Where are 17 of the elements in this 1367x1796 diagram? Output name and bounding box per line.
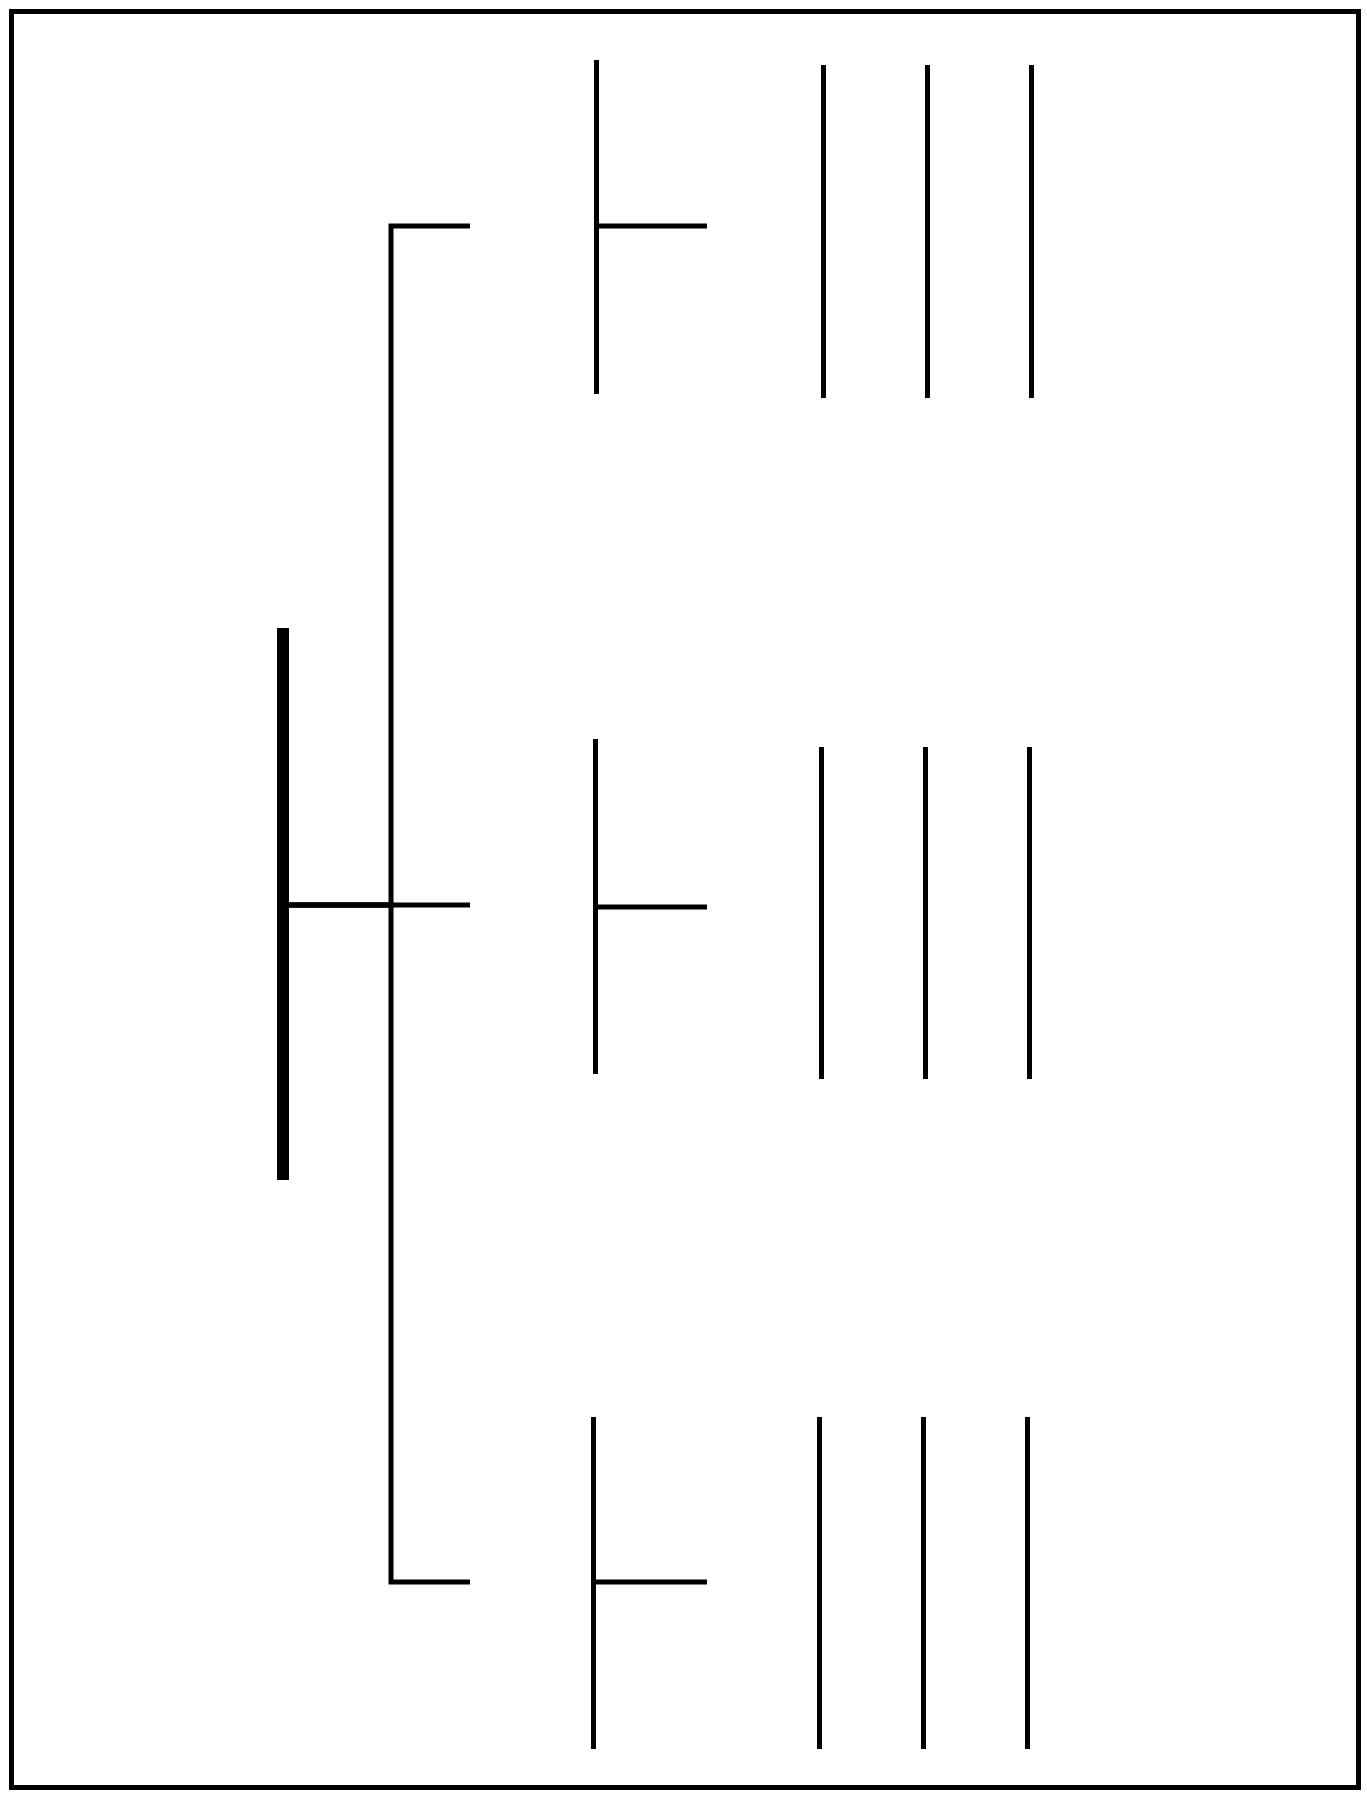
bracket-line [289, 902, 470, 1585]
vertical-bar [1027, 747, 1032, 1079]
vertical-bar [921, 1417, 926, 1749]
vertical-bar [594, 60, 599, 394]
bracket-line [599, 223, 707, 229]
vertical-bar [923, 747, 928, 1079]
vertical-bar [819, 747, 824, 1079]
vertical-bar [817, 1417, 822, 1749]
vertical-bar [591, 1417, 596, 1749]
vertical-bar [925, 65, 930, 398]
bracket-line [596, 1579, 707, 1585]
bracket-line [598, 904, 707, 910]
vertical-bar [1025, 1417, 1030, 1749]
vertical-bar [593, 739, 598, 1074]
vertical-bar [277, 628, 289, 1180]
vertical-bar [821, 65, 826, 398]
vertical-bar [1029, 65, 1034, 398]
